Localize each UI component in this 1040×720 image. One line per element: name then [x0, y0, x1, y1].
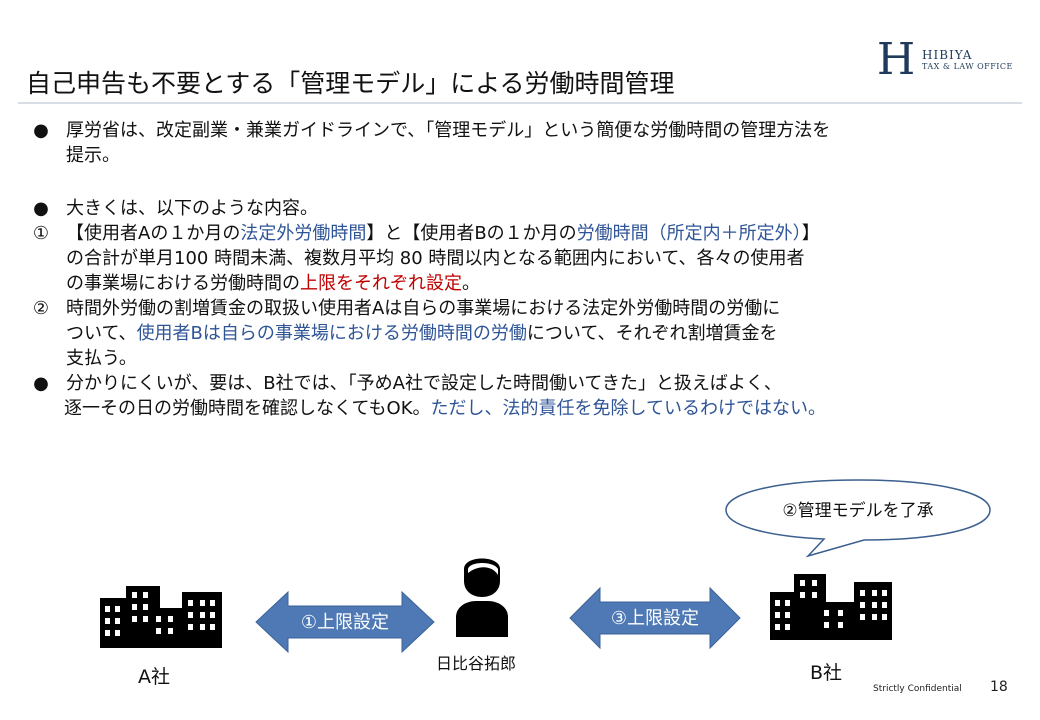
speech-bubble-shape	[725, 479, 991, 558]
bullet-3: ● 分かりにくいが、要は、B社では、「予めA社で設定した時間働いてきた」と扱えば…	[26, 371, 1026, 396]
item-1-text-a: 【使用者Aの１か月の	[66, 223, 241, 244]
page-number: 18	[990, 679, 1008, 695]
bullet-1: ● 厚労省は、改定副業・兼業ガイドラインで、「管理モデル」という簡便な労働時間の…	[26, 118, 1026, 143]
item-1-text-e: 】	[801, 223, 820, 244]
bullet-2-line1: 大きくは、以下のような内容。	[66, 198, 318, 219]
bullet-3-highlight: ただし、法的責任を免除しているわけではない。	[430, 398, 826, 419]
item-1: ① 【使用者Aの１か月の法定外労働時間】と【使用者Bの１か月の労働時間（所定内＋…	[26, 221, 1026, 246]
item-1-mark: ①	[32, 223, 50, 244]
company-b-label: B社	[810, 662, 843, 684]
company-b-building-icon	[770, 574, 892, 640]
item-1-text-c: 】と【使用者Bの１か月の	[366, 223, 577, 244]
item-1-highlight-overtime: 法定外労働時間	[240, 223, 367, 244]
arrow-left-label: ①上限設定	[300, 612, 390, 633]
item-2-line2c: について、それぞれ割増賃金を	[526, 323, 778, 344]
firm-logo: H HIBIYA TAX & LAW OFFICE	[876, 38, 1013, 82]
bullet-1-cont: 提示。	[26, 143, 1026, 168]
speech-bubble: ②管理モデルを了承	[724, 478, 992, 558]
item-1-cont: の合計が単月100 時間未満、複数月平均 80 時間以内となる範囲内において、各…	[26, 246, 1026, 271]
bullet-3-line2a: 逐一その日の労働時間を確認しなくてもOK。	[64, 398, 431, 419]
item-2-line3: 支払う。	[66, 348, 137, 369]
item-2-highlight: 使用者Bは自らの事業場における労働時間の労働	[136, 323, 527, 344]
bullet-1-line2: 提示。	[66, 145, 120, 166]
bullet-2: ● 大きくは、以下のような内容。	[26, 196, 1026, 221]
item-1-line3a: の事業場における労働時間の	[66, 273, 300, 294]
double-arrow-right-icon	[569, 586, 741, 650]
logo-text: HIBIYA TAX & LAW OFFICE	[922, 48, 1013, 72]
page-title: 自己申告も不要とする「管理モデル」による労働時間管理	[26, 69, 675, 98]
person-label: 日比谷拓郎	[436, 654, 517, 673]
item-1-cont2: の事業場における労働時間の上限をそれぞれ設定。	[26, 271, 1026, 296]
item-2-cont2: 支払う。	[26, 346, 1026, 371]
item-2-line2a: ついて、	[66, 323, 137, 344]
company-a-label: A社	[138, 666, 170, 688]
double-arrow-left-icon	[255, 590, 435, 654]
item-2-cont: ついて、使用者Bは自らの事業場における労働時間の労働について、それぞれ割増賃金を	[26, 321, 1026, 346]
logo-mark: H	[876, 34, 916, 85]
arrow-right-label: ③上限設定	[610, 608, 700, 629]
speech-bubble-text: ②管理モデルを了承	[782, 501, 934, 521]
bullet-mark: ●	[33, 198, 49, 219]
logo-line1: HIBIYA	[922, 48, 973, 62]
bullet-3-cont: 逐一その日の労働時間を確認しなくてもOK。ただし、法的責任を免除しているわけでは…	[26, 396, 1026, 421]
item-1-line3c: 。	[462, 273, 480, 294]
bullet-3-line1: 分かりにくいが、要は、B社では、「予めA社で設定した時間働いてきた」と扱えばよく…	[66, 373, 782, 394]
bullet-mark: ●	[33, 120, 49, 141]
person-icon	[456, 558, 508, 637]
bullet-mark: ●	[33, 373, 49, 394]
item-1-highlight-hours: 労働時間（所定内＋所定外）	[576, 223, 802, 244]
logo-line2: TAX & LAW OFFICE	[922, 62, 1013, 71]
confidential-notice: Strictly Confidential	[873, 684, 962, 694]
title-divider	[18, 102, 1022, 104]
item-1-line2: の合計が単月100 時間未満、複数月平均 80 時間以内となる範囲内において、各…	[66, 248, 805, 269]
item-2: ② 時間外労働の割増賃金の取扱い使用者Aは自らの事業場における法定外労働時間の労…	[26, 296, 1026, 321]
item-1-highlight-limit: 上限をそれぞれ設定	[300, 273, 462, 294]
slide-body: ● 厚労省は、改定副業・兼業ガイドラインで、「管理モデル」という簡便な労働時間の…	[26, 118, 1026, 421]
item-2-line1: 時間外労働の割増賃金の取扱い使用者Aは自らの事業場における法定外労働時間の労働に	[66, 298, 781, 319]
bullet-1-line1: 厚労省は、改定副業・兼業ガイドラインで、「管理モデル」という簡便な労働時間の管理…	[66, 120, 831, 141]
item-2-mark: ②	[32, 298, 50, 319]
company-a-building-icon	[100, 586, 222, 648]
